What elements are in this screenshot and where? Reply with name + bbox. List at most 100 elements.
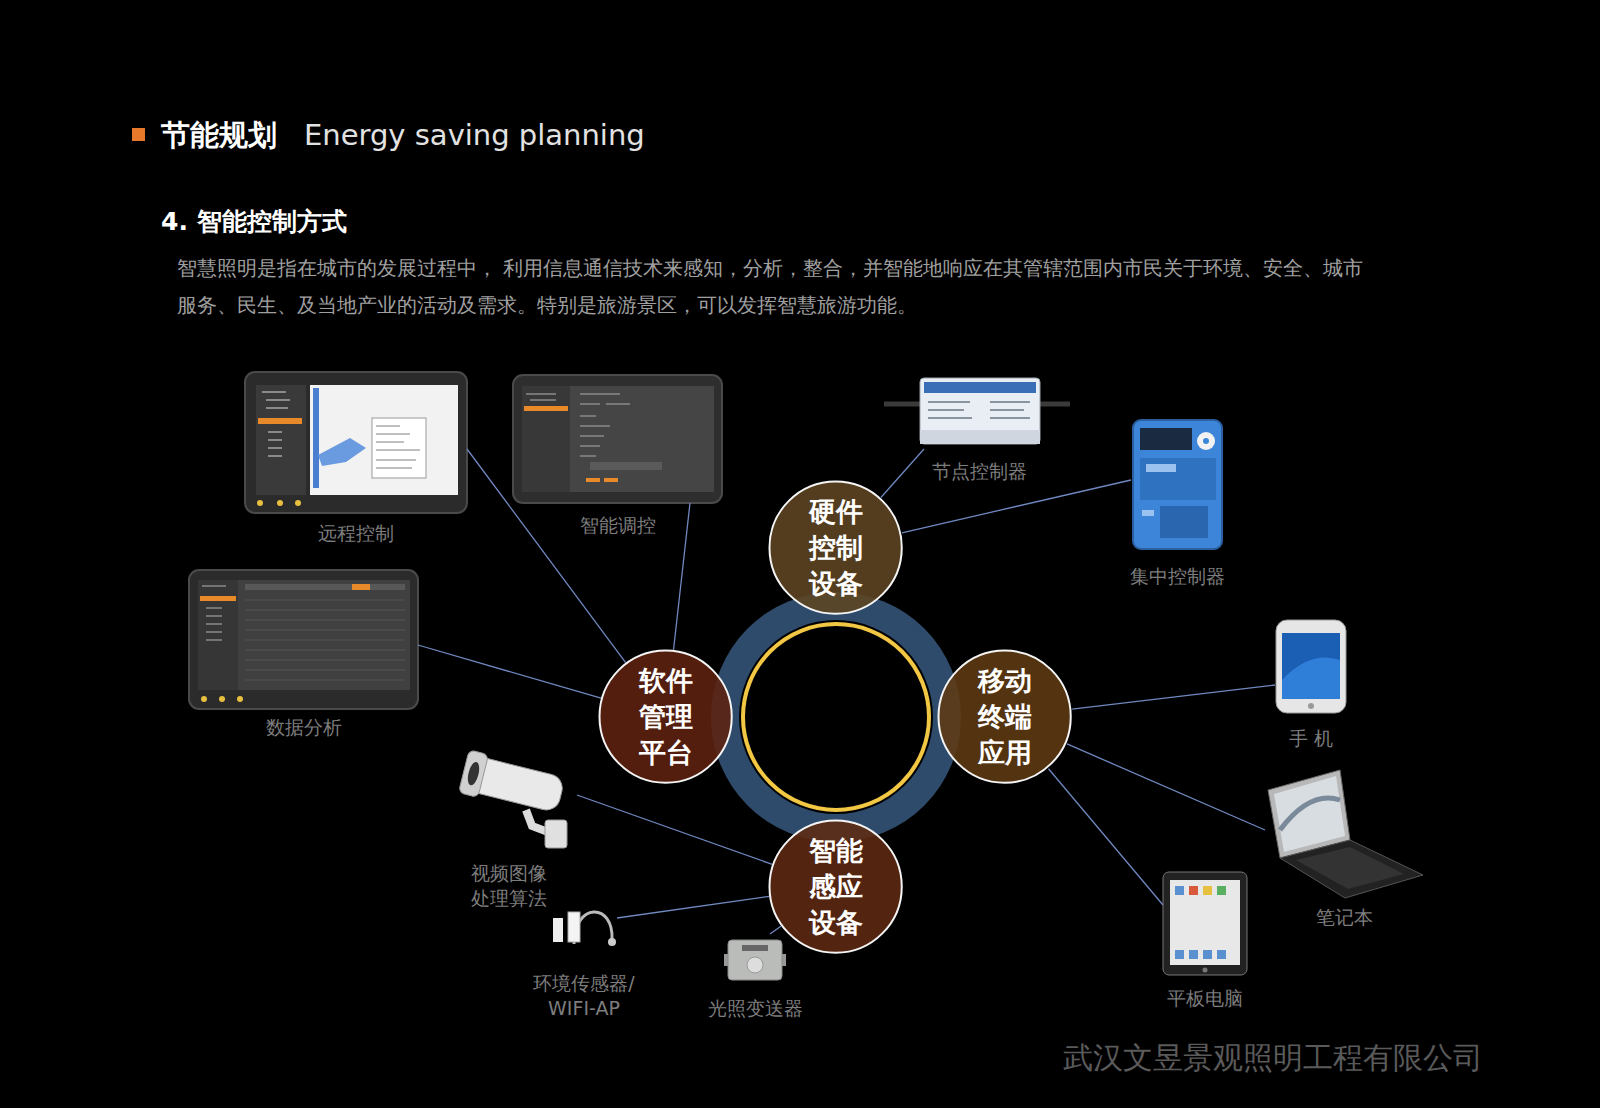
heading-bullet — [132, 128, 145, 141]
central-controller-device-part — [1160, 506, 1208, 538]
camera-icon — [458, 750, 567, 848]
smart-regulation-screen-part-part — [530, 399, 556, 401]
device-caption: 智能调控 — [580, 513, 656, 538]
circle-fill — [770, 482, 902, 614]
data-analysis-screen-part-part — [245, 600, 405, 601]
data-analysis-screen-part-part — [206, 615, 222, 617]
tablet-icon-part-part — [1189, 886, 1198, 895]
device-caption: 集中控制器 — [1130, 564, 1225, 589]
node-controller-device-part-part — [928, 401, 970, 403]
node-controller-device-part — [924, 382, 1036, 393]
remote-control-screen-part-part — [376, 459, 416, 461]
circle-fill — [600, 651, 732, 783]
remote-control-screen-part-part — [266, 399, 290, 401]
smart-regulation-screen-part — [604, 478, 618, 482]
data-analysis-screen-part-part — [245, 610, 405, 611]
device-caption: 手 机 — [1289, 726, 1333, 751]
device-caption: 视频图像 处理算法 — [468, 861, 550, 911]
central-controller-device-part — [1197, 432, 1215, 450]
tablet-icon-part-part — [1189, 950, 1198, 959]
remote-control-screen-part — [245, 372, 467, 513]
tablet-icon — [1163, 872, 1247, 975]
remote-control-screen-part-part — [268, 439, 282, 441]
smart-regulation-screen-part-part — [580, 445, 600, 447]
device-node: 环境传感器/ WIFI-AP — [551, 908, 617, 954]
central-controller-device-part — [1146, 464, 1176, 472]
node-controller-device-part — [884, 402, 920, 407]
data-analysis-screen-part — [245, 584, 405, 590]
device-node: 智能调控 — [513, 375, 722, 503]
remote-control-screen-part-part — [268, 455, 282, 457]
hub-label: 智能 感应 设备 — [806, 833, 865, 941]
device-node: 远程控制 — [245, 372, 467, 513]
center-ring-part — [739, 620, 933, 814]
smart-regulation-screen-part-part — [580, 393, 620, 395]
device-node: 数据分析 — [189, 570, 418, 709]
phone-icon-part — [1282, 633, 1340, 699]
remote-control-screen-part-part — [376, 425, 400, 427]
connector-line — [418, 645, 601, 698]
data-analysis-screen-part-part — [206, 607, 222, 609]
hub-label: 硬件 控制 设备 — [806, 494, 865, 602]
remote-control-screen-part-part — [376, 433, 410, 435]
hub-circle: 硬件 控制 设备 — [768, 480, 903, 615]
data-analysis-screen-part-part — [206, 623, 222, 625]
data-analysis-screen-part-part — [245, 640, 405, 641]
remote-control-screen-part — [310, 385, 458, 495]
remote-control-screen-part — [313, 388, 319, 488]
circle-fill — [939, 651, 1071, 783]
hub-circle: 软件 管理 平台 — [598, 649, 733, 784]
title-wrap: 节能规划 — [161, 118, 277, 153]
smart-regulation-screen-part — [586, 478, 600, 482]
remote-control-screen-part — [262, 392, 290, 456]
smart-regulation-screen — [513, 375, 722, 503]
data-analysis-screen-part — [189, 570, 418, 709]
data-analysis-screen-part — [201, 696, 243, 702]
smart-regulation-screen-part — [513, 375, 722, 503]
data-analysis-screen — [189, 570, 418, 709]
tablet-icon-part — [1170, 880, 1240, 965]
node-controller-device-part-part — [928, 409, 964, 411]
connector-line — [674, 503, 690, 650]
hub-circle: 移动 终端 应用 — [937, 649, 1072, 784]
remote-control-screen — [245, 372, 467, 513]
hub-circle: 智能 感应 设备 — [768, 819, 903, 954]
hub-label: 软件 管理 平台 — [636, 663, 695, 771]
heading-english: Energy saving planning — [304, 117, 645, 154]
smart-regulation-screen-part-part — [580, 435, 604, 437]
smart-regulation-screen-part — [524, 406, 568, 411]
data-analysis-screen-part-part — [201, 696, 207, 702]
remote-control-screen-part — [376, 426, 420, 468]
device-caption: 数据分析 — [266, 715, 342, 740]
light-transmitter-icon — [724, 940, 786, 980]
smart-regulation-screen-part — [590, 462, 662, 470]
company-watermark: 武汉文昱景观照明工程有限公司 — [1063, 1040, 1483, 1076]
environment-sensor-icon-part — [568, 912, 580, 942]
data-analysis-screen-part-part — [245, 670, 405, 671]
node-controller-device-part-part — [990, 409, 1024, 411]
data-analysis-screen-part — [245, 600, 405, 680]
data-analysis-screen-part — [198, 580, 410, 690]
section-heading: 4. 智能控制方式 — [161, 207, 347, 237]
connector-line — [1072, 685, 1275, 709]
center-ring-part — [711, 592, 961, 842]
tablet-icon-part-part — [1203, 886, 1212, 895]
data-analysis-screen-part-part — [206, 639, 222, 641]
data-analysis-screen-part — [202, 586, 226, 640]
node-controller-device-part — [920, 378, 1040, 444]
body-paragraph: 智慧照明是指在城市的发展过程中， 利用信息通信技术来感知，分析，整合，并智能地响… — [177, 250, 1377, 324]
section-heading-wrap: 4. 智能控制方式 — [161, 207, 347, 237]
node-controller-device — [884, 378, 1070, 444]
body-paragraph-wrap: 智慧照明是指在城市的发展过程中， 利用信息通信技术来感知，分析，整合，并智能地响… — [177, 250, 1377, 324]
remote-control-screen-part-part — [257, 500, 263, 506]
remote-control-screen-part — [258, 418, 302, 424]
node-controller-device-part — [1040, 402, 1070, 407]
camera-icon-part — [545, 820, 567, 848]
smart-regulation-screen-part-part — [580, 403, 600, 405]
camera-icon-part — [458, 750, 566, 817]
tablet-icon-part-part — [1217, 886, 1226, 895]
remote-control-screen-part — [257, 500, 301, 506]
data-analysis-screen-part-part — [237, 696, 243, 702]
tablet-icon-part-part — [1175, 950, 1184, 959]
